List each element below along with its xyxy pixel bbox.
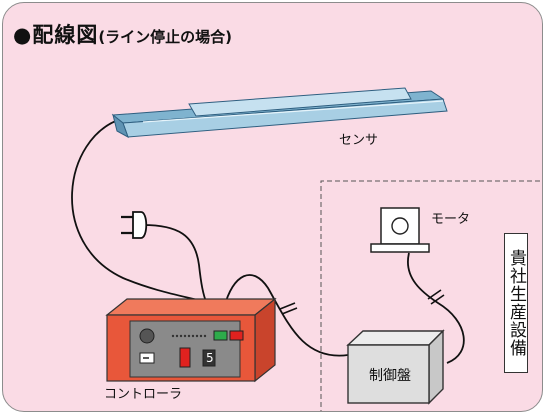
controller-device [105, 297, 277, 383]
title-sub: (ライン停止の場合) [98, 28, 233, 46]
motor-label: モータ [431, 212, 471, 227]
facility-boundary [320, 180, 542, 411]
motor-icon [370, 207, 430, 253]
controller-knob [139, 328, 155, 344]
controller-red-indicator [229, 330, 244, 341]
controller-green-indicator [213, 330, 228, 341]
controller-red-button [179, 347, 191, 368]
wiring-drawing [71, 87, 542, 411]
sensor-cable [71, 118, 214, 306]
power-cable [142, 224, 208, 305]
customer-facility-label: 貴社生産設備 [504, 233, 528, 373]
controller-to-panel-cable [223, 274, 349, 357]
diagram-title: ●配線図(ライン停止の場合) [13, 19, 232, 49]
power-plug-icon [121, 211, 148, 239]
control-panel-box [346, 329, 445, 405]
motor-to-panel-cable [407, 252, 465, 364]
controller-label: コントローラ [104, 387, 183, 402]
controller-display-value: 5 [206, 351, 214, 365]
control-panel-label: 制御盤 [369, 368, 411, 384]
controller-display [202, 349, 216, 367]
sensor-label: センサ [339, 133, 379, 148]
controller-indicator-dots [171, 334, 207, 338]
cable-break-mark [427, 289, 445, 305]
sensor-rail [111, 87, 448, 139]
cable-break-mark [279, 302, 298, 315]
title-main: ●配線図 [13, 23, 99, 47]
